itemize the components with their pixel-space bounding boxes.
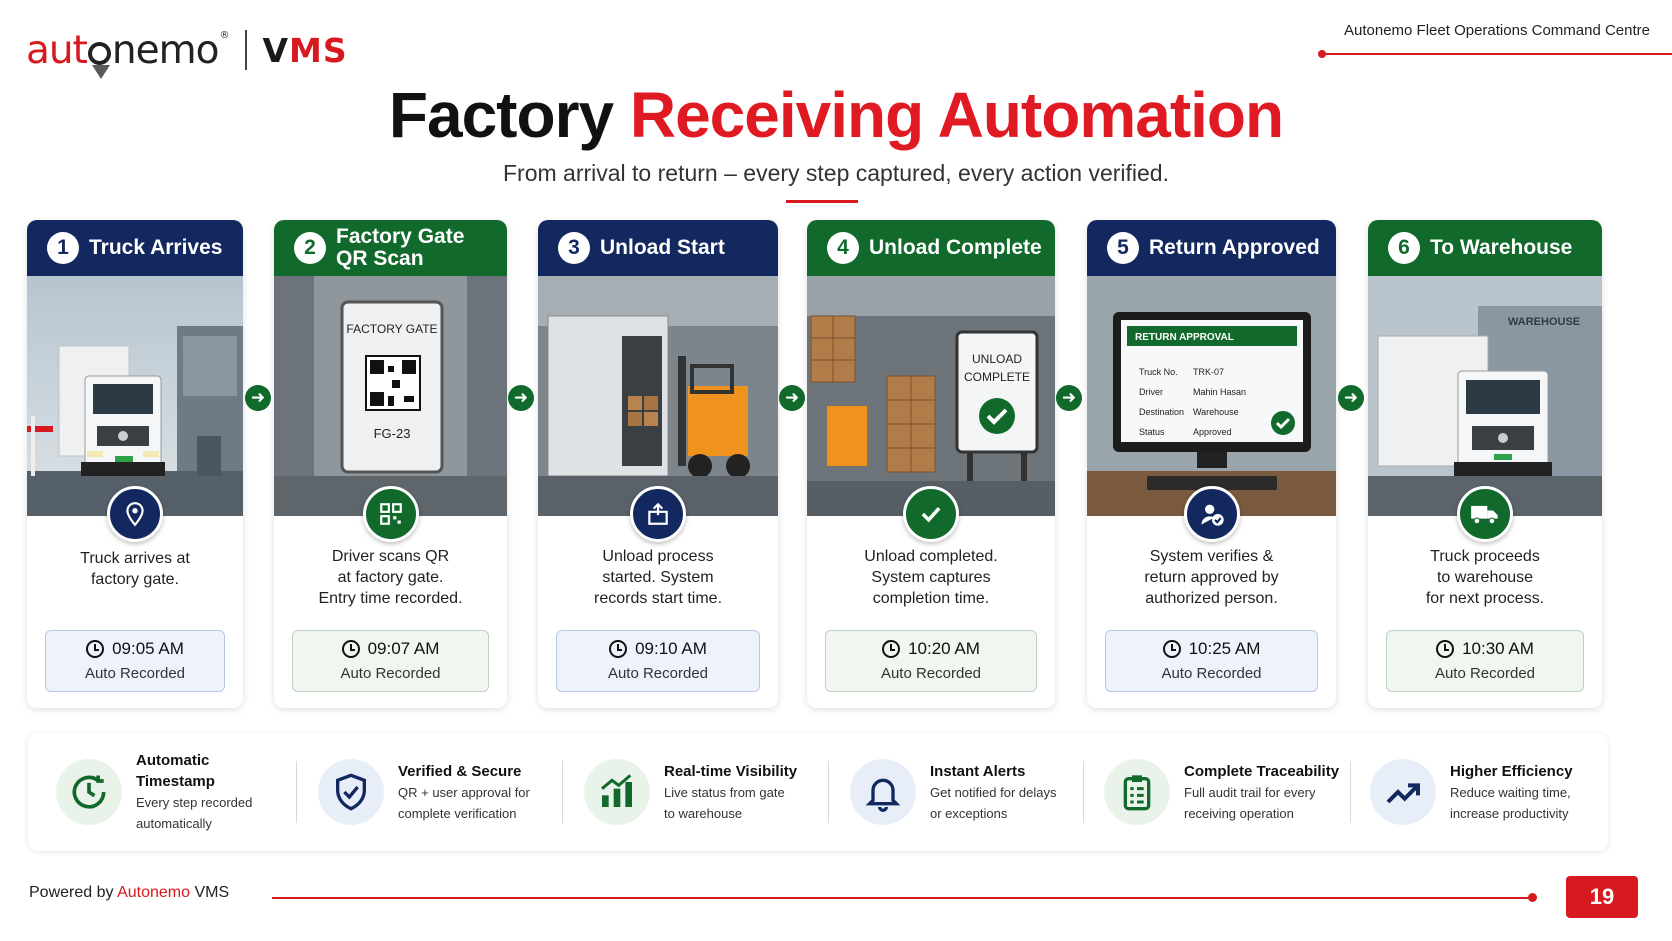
features-bar: Automatic Timestamp Every step recorded … (28, 733, 1608, 851)
arrow-right-icon: ➜ (508, 385, 534, 411)
footer-rule (272, 897, 1534, 899)
feature-realtime-visibility: Real-time Visibility Live status from ga… (584, 743, 824, 841)
factory-gate-image (274, 276, 507, 516)
logo-product: VMS (262, 30, 348, 70)
forklift-truck-image (538, 276, 778, 516)
trend-up-icon (1386, 783, 1420, 804)
step-icon (362, 486, 419, 542)
clock-icon (86, 640, 105, 658)
step-timestamp: 10:20 AM Auto Recorded (825, 630, 1037, 692)
step-icon (630, 486, 686, 542)
approval-labels: Truck No. Driver Destination Status (1139, 367, 1185, 437)
step-timestamp: 09:07 AM Auto Recorded (292, 630, 489, 692)
feature-divider (296, 761, 297, 823)
title-underline (786, 200, 858, 203)
feature-divider (828, 761, 829, 823)
arrow-right-icon: ➜ (779, 385, 805, 411)
clock-icon (609, 640, 628, 658)
clock-refresh-icon (72, 775, 106, 809)
step-timestamp: 09:05 AM Auto Recorded (45, 630, 225, 692)
truck-icon (1471, 505, 1498, 525)
feature-instant-alerts: Instant Alerts Get notified for delays o… (850, 743, 1090, 841)
page-title: Factory Receiving Automation (388, 79, 1284, 151)
user-approved-icon (1201, 504, 1224, 526)
qr-gate-illustration: FACTORY GATE FG-23 (274, 276, 507, 516)
approval-values: TRK-07 Mahin Hasan Warehouse Approved (1193, 367, 1247, 437)
feature-higher-efficiency: Higher Efficiency Reduce waiting time, i… (1370, 743, 1600, 841)
step-icon (1457, 486, 1513, 542)
clipboard-icon (1123, 775, 1151, 811)
command-centre-label: Autonemo Fleet Operations Command Centre (1344, 22, 1650, 39)
feature-complete-traceability: Complete Traceability Full audit trail f… (1104, 743, 1354, 841)
step-icon (903, 486, 959, 542)
shield-check-icon (336, 773, 366, 811)
arrow-right-icon: ➜ (245, 385, 271, 411)
bell-icon (865, 778, 901, 812)
location-pin-icon (126, 502, 144, 527)
feature-automatic-timestamp: Automatic Timestamp Every step recorded … (56, 743, 286, 841)
feature-verified-secure: Verified & Secure QR + user approval for… (318, 743, 558, 841)
warehouse-truck-image (1368, 276, 1602, 516)
warehouse-boxes-image (807, 276, 1055, 516)
arrow-right-icon: ➜ (1338, 385, 1364, 411)
clock-icon (1436, 640, 1455, 658)
clock-icon (341, 640, 360, 658)
logo-pin-icon (92, 64, 110, 79)
header-rule (1320, 53, 1672, 55)
logo-pin-o (87, 41, 111, 65)
arrow-right-icon: ➜ (1056, 385, 1082, 411)
return-approval-illustration: RETURN APPROVAL Truck No. Driver Destina… (1087, 276, 1336, 516)
feature-divider (1350, 761, 1351, 823)
clock-icon (882, 640, 901, 658)
qr-code-icon (379, 503, 402, 525)
clock-icon (1162, 640, 1181, 658)
truck-gate-image (27, 276, 243, 516)
page-number: 19 (1566, 876, 1638, 918)
bar-chart-icon (601, 774, 632, 807)
page-subtitle: From arrival to return – every step capt… (502, 160, 1169, 186)
unload-box-icon (648, 502, 668, 525)
feature-divider (562, 761, 563, 823)
step-timestamp: 09:10 AM Auto Recorded (556, 630, 760, 692)
step-timestamp: 10:30 AM Auto Recorded (1386, 630, 1584, 692)
step-timestamp: 10:25 AM Auto Recorded (1105, 630, 1318, 692)
powered-by: Powered by Autonemo VMS (29, 884, 230, 901)
unload-start-illustration (538, 276, 778, 516)
step-icon (1183, 486, 1240, 542)
step-icon (107, 486, 163, 542)
checkmark-icon (921, 506, 941, 523)
feature-divider (1083, 761, 1084, 823)
footer-rule-dot (1528, 893, 1537, 902)
logo-divider (244, 30, 247, 70)
truck-arrival-illustration (27, 276, 243, 516)
header-rule-dot (1318, 50, 1326, 58)
to-warehouse-illustration: WAREHOUSE (1368, 276, 1602, 516)
